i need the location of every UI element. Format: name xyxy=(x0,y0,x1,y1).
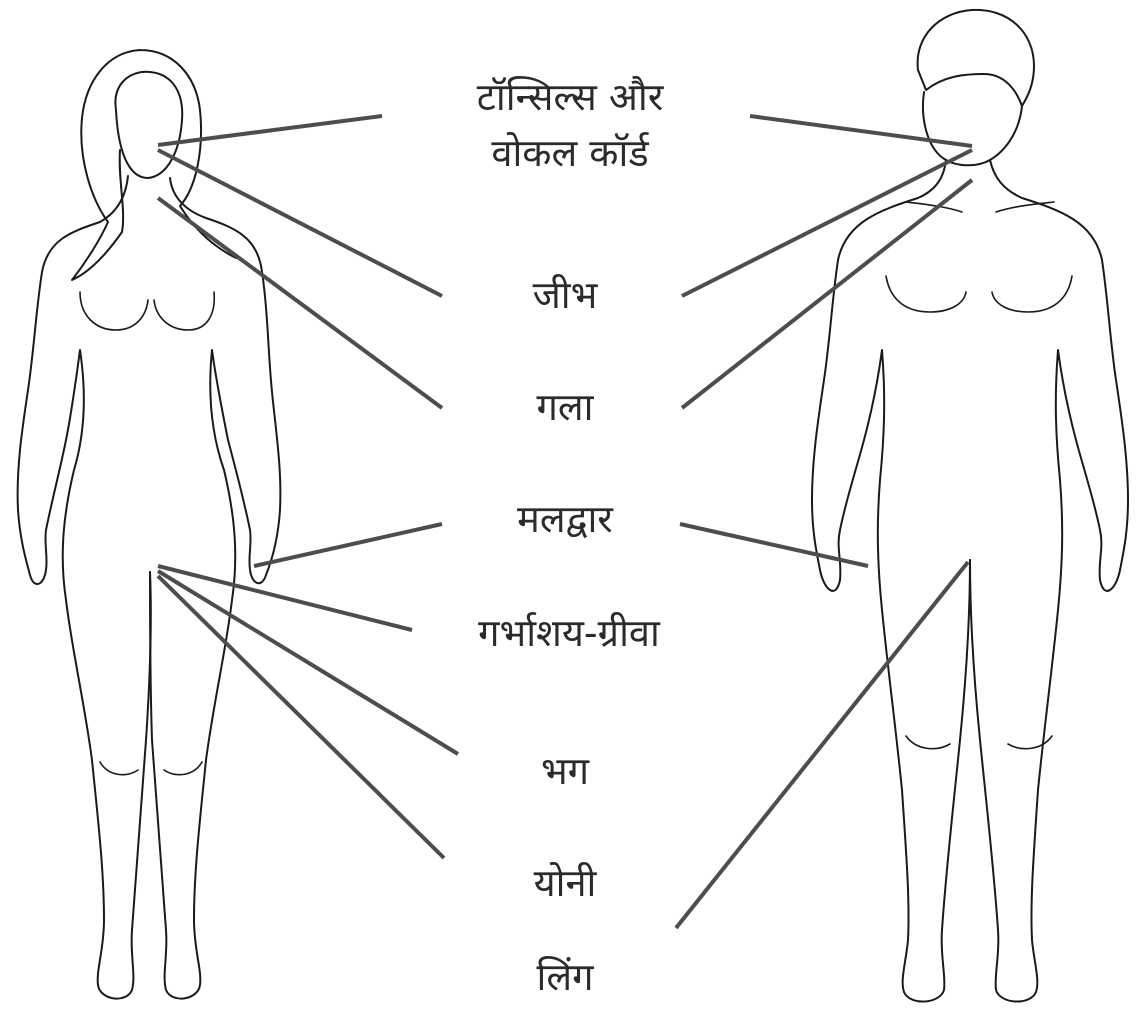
label-cervix: गर्भाशय-ग्रीवा xyxy=(414,608,724,658)
leader-male-throat xyxy=(682,180,972,408)
leader-male-tonsils xyxy=(750,116,972,146)
leader-female-tonsils xyxy=(158,116,382,145)
male-chest-left xyxy=(886,276,966,312)
male-chest-right xyxy=(992,276,1072,312)
female-hair xyxy=(72,50,236,280)
female-breast-left xyxy=(80,292,148,330)
leader-female-throat xyxy=(158,198,442,408)
leader-female-cervix xyxy=(158,566,412,630)
label-tonsils-line2: वोकल कॉर्ड xyxy=(400,128,740,178)
label-tonsils-line1: टॉन्सिल्स और xyxy=(400,72,740,122)
female-breast-right xyxy=(154,292,214,330)
female-body-left xyxy=(18,176,151,999)
female-face xyxy=(115,72,182,178)
label-vagina: योनी xyxy=(460,858,670,908)
leader-female-anus xyxy=(254,524,442,566)
label-vulva: भग xyxy=(460,746,670,796)
male-hair xyxy=(918,10,1034,106)
label-anus: मलद्वार xyxy=(440,494,690,544)
male-face xyxy=(923,92,1022,165)
label-throat: गला xyxy=(460,382,670,432)
male-figure xyxy=(812,10,1128,1002)
label-penis: लिंग xyxy=(460,952,670,1002)
male-knee-right xyxy=(1008,736,1052,749)
female-knee-right xyxy=(164,762,202,775)
male-body-right xyxy=(970,160,1128,1002)
female-knee-left xyxy=(100,762,138,775)
male-knee-left xyxy=(906,736,950,749)
label-tongue: जीभ xyxy=(460,270,670,320)
